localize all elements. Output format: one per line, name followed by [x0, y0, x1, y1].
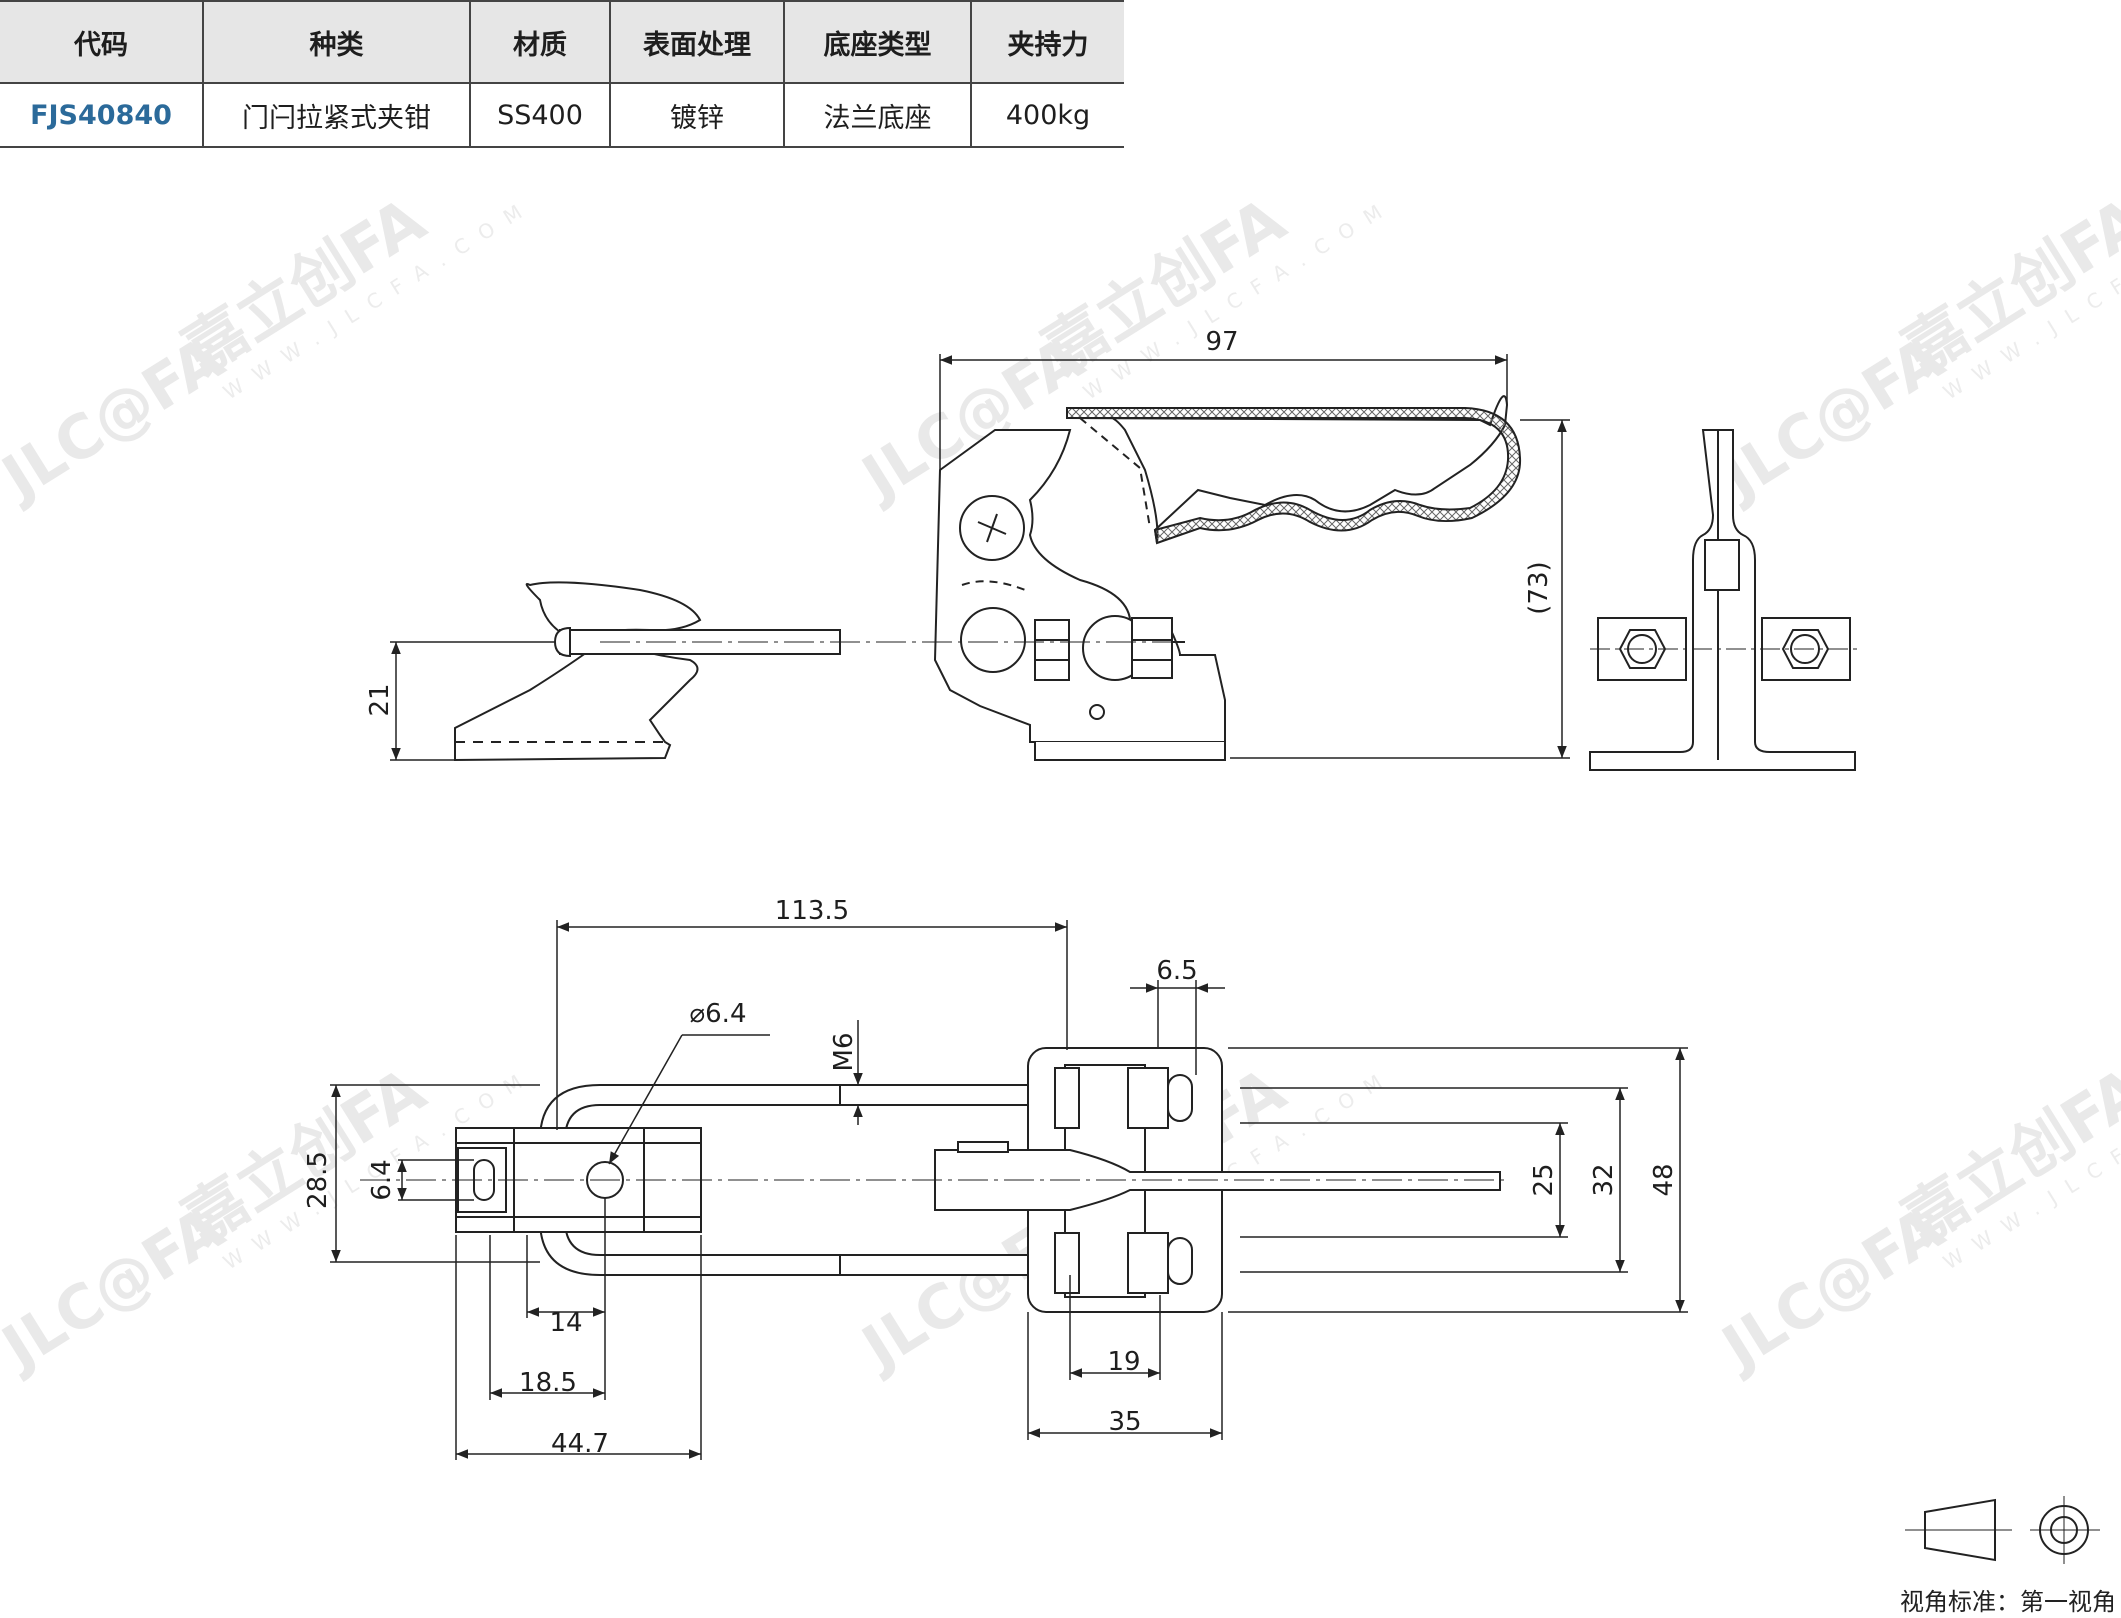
latch-plate — [454, 642, 699, 762]
header-surface: 表面处理 — [609, 0, 784, 84]
spec-table: 代码 种类 材质 表面处理 底座类型 夹持力 FJS40840 门闩拉紧式夹钳 … — [0, 0, 1124, 148]
front-dimensions — [390, 354, 1570, 761]
watermark-6: JLC@FA 嘉立创FA W W W . J L C F A . C O M — [1707, 1053, 2121, 1385]
side-body — [1589, 429, 1856, 771]
nut-left — [1034, 619, 1070, 681]
u-hook — [539, 1084, 1071, 1276]
dim-18-5: 18.5 — [519, 1368, 577, 1398]
top-dimensions — [330, 920, 1688, 1460]
dim-m6: M6 — [829, 1033, 859, 1072]
dim-73: (73) — [1524, 561, 1554, 614]
header-force: 夹持力 — [970, 0, 1124, 84]
cell-type: 门闩拉紧式夹钳 — [202, 83, 470, 148]
dim-14: 14 — [549, 1308, 582, 1338]
dim-dia-6-4: ⌀6.4 — [689, 999, 746, 1029]
cell-base: 法兰底座 — [783, 83, 971, 148]
nut-right — [1131, 617, 1173, 679]
cell-surface: 镀锌 — [609, 83, 784, 148]
dim-48: 48 — [1649, 1163, 1679, 1196]
header-type: 种类 — [202, 0, 470, 84]
projection-symbol — [1905, 1496, 2100, 1564]
dim-113-5: 113.5 — [775, 896, 849, 926]
cell-material: SS400 — [469, 83, 610, 148]
side-view — [1589, 429, 1860, 771]
dim-6-4: 6.4 — [367, 1159, 397, 1200]
dim-25: 25 — [1529, 1163, 1559, 1196]
spec-table-row: FJS40840 门闩拉紧式夹钳 SS400 镀锌 法兰底座 400kg — [0, 83, 1124, 148]
watermark-4: JLC@FA 嘉立创FA W W W . J L C F A . C O M — [0, 1053, 530, 1385]
dim-28-5: 28.5 — [303, 1151, 333, 1209]
view-standard-caption: 视角标准：第一视角 — [1900, 1588, 2116, 1616]
cell-code: FJS40840 — [0, 83, 203, 148]
dim-44-7: 44.7 — [551, 1429, 609, 1459]
dim-97: 97 — [1205, 327, 1238, 357]
dim-32: 32 — [1589, 1163, 1619, 1196]
dim-6-5: 6.5 — [1156, 956, 1197, 986]
front-view — [454, 395, 1522, 762]
cell-force: 400kg — [970, 83, 1124, 148]
dim-21: 21 — [365, 683, 395, 716]
top-view — [360, 1047, 1510, 1313]
dim-35: 35 — [1108, 1407, 1141, 1437]
lower-pivot — [960, 607, 1026, 673]
handle-grip — [1066, 407, 1522, 545]
header-material: 材质 — [469, 0, 610, 84]
header-base: 底座类型 — [783, 0, 971, 84]
spec-table-header: 代码 种类 材质 表面处理 底座类型 夹持力 — [0, 0, 1124, 84]
watermark-3: JLC@FA 嘉立创FA W W W . J L C F A . C O M — [1707, 183, 2121, 515]
dim-19: 19 — [1107, 1347, 1140, 1377]
watermark-1: JLC@FA 嘉立创FA W W W . J L C F A . C O M — [0, 183, 530, 515]
header-code: 代码 — [0, 0, 203, 84]
